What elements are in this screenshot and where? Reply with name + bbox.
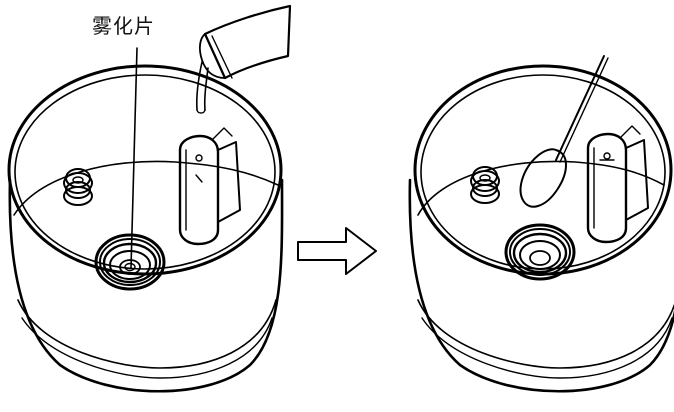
right-tank-base-band bbox=[418, 300, 674, 368]
right-nozzle bbox=[471, 167, 499, 203]
left-tank-outer-wall bbox=[10, 180, 282, 391]
cleaning-bottle bbox=[197, 6, 290, 113]
right-atomizer-disc bbox=[506, 225, 574, 279]
atomizer-disc-label: 雾化片 bbox=[92, 14, 155, 38]
left-atomizer-disc bbox=[96, 235, 164, 289]
left-water-line bbox=[14, 161, 278, 215]
right-tank-outer-wall bbox=[410, 180, 674, 391]
right-sensor-post bbox=[588, 126, 648, 242]
left-tank-rim-inner bbox=[15, 75, 275, 269]
right-tank-rim-inner bbox=[421, 75, 665, 269]
step-arrow bbox=[298, 228, 376, 274]
right-tank bbox=[410, 56, 674, 391]
left-sensor-post bbox=[180, 128, 240, 244]
right-tank-rim-outer bbox=[415, 66, 671, 274]
left-tank-base-band bbox=[18, 300, 276, 368]
atomizer-pointer-line bbox=[131, 48, 137, 268]
left-nozzle bbox=[64, 169, 92, 205]
left-tank bbox=[9, 6, 290, 391]
cotton-swab bbox=[521, 56, 608, 207]
right-tank-base-band-2 bbox=[422, 318, 672, 378]
left-tank-base-band-2 bbox=[22, 318, 272, 378]
